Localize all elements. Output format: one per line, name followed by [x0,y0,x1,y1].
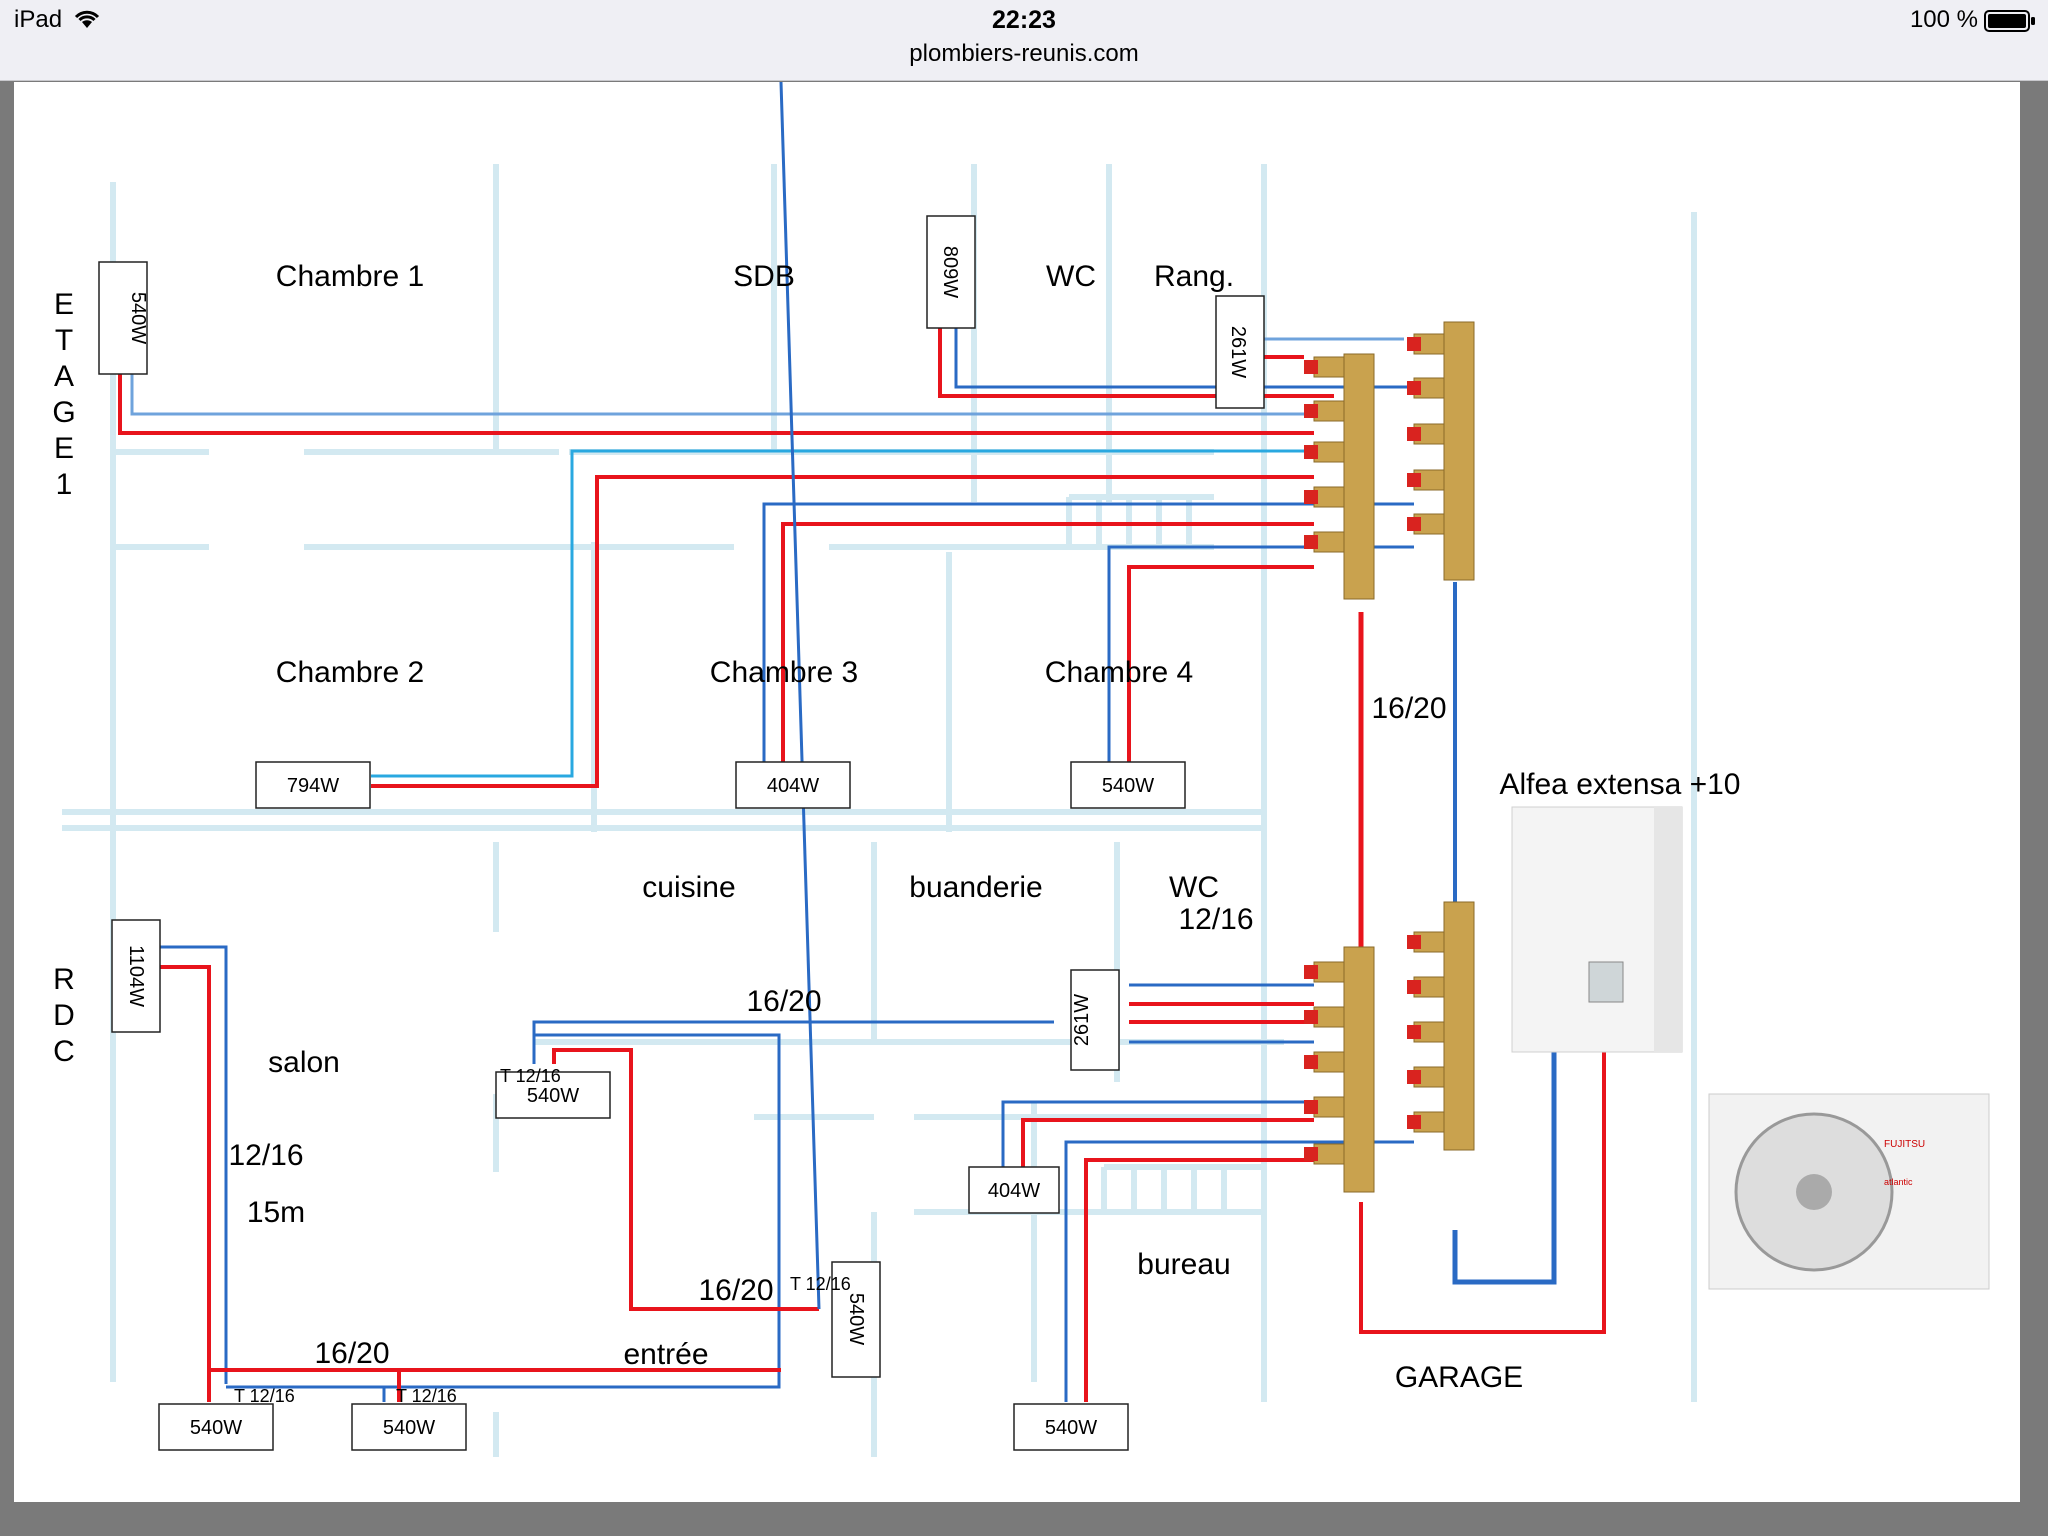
radiator-ch4: 540W [1070,761,1186,809]
label-kitchen-feed: 16/20 [746,985,821,1018]
outdoor-unit: FUJITSU atlantic [1708,1093,1990,1290]
svg-text:540W: 540W [527,1085,579,1107]
room-buanderie: buanderie [909,871,1042,904]
svg-text:540W: 540W [845,1293,867,1345]
radiators: 540W 809W 261W 794W 404W 540W 1104W 540W… [98,215,1265,1451]
svg-text:E: E [54,288,74,321]
label-salon-pipe: 12/16 [228,1139,303,1172]
room-cuisine: cuisine [642,871,735,904]
svg-text:540W: 540W [1045,1417,1097,1439]
device-name: iPad [14,6,63,33]
plumbing-diagram: FUJITSU atlantic 540W 809W 261W 794W 404… [14,82,2020,1502]
svg-text:261W: 261W [1071,994,1093,1046]
label-tee-salon2: T 12/16 [396,1386,457,1406]
room-labels: Chambre 1 SDB WC Rang. Chambre 2 Chambre… [268,260,1523,1394]
svg-text:E: E [54,432,74,465]
label-salon-feed: 16/20 [314,1337,389,1370]
battery-icon [1984,9,2036,38]
manifold-upper [1304,321,1475,600]
svg-text:1104W: 1104W [125,945,147,1007]
label-tee-entree: T 12/16 [790,1274,851,1294]
svg-text:261W: 261W [1227,326,1249,378]
svg-text:R: R [53,963,75,996]
room-chambre2: Chambre 2 [276,656,424,689]
svg-text:540W: 540W [383,1417,435,1439]
floor-label-etage: E T A G E 1 [52,288,75,501]
pipes-ground [154,82,1606,1402]
svg-text:794W: 794W [287,775,339,797]
label-tee-kitchen: T 12/16 [500,1066,561,1086]
room-chambre1: Chambre 1 [276,260,424,293]
svg-text:540W: 540W [127,292,149,344]
radiator-ch2: 794W [255,761,371,809]
radiator-ch3: 404W [735,761,851,809]
svg-text:1: 1 [56,468,73,501]
svg-text:T: T [55,324,73,357]
manifold-lower [1304,901,1475,1193]
room-wc-up: WC [1046,260,1096,293]
battery-percentage: 100 % [1909,6,1978,33]
room-garage: GARAGE [1395,1361,1523,1394]
clock: 22:23 [992,6,1056,34]
pipes-upper [118,328,1457,952]
svg-text:G: G [52,396,75,429]
radiator-salon-b2: 540W [351,1403,467,1451]
radiator-sdb: 809W [926,215,976,329]
svg-text:A: A [54,360,74,393]
svg-text:404W: 404W [988,1180,1040,1202]
outdoor-sub: atlantic [1884,1177,1913,1187]
room-bureau: bureau [1137,1248,1230,1281]
radiator-salon-top: 1104W [111,919,161,1033]
svg-text:540W: 540W [190,1417,242,1439]
radiator-cuisine: 540W [495,1071,611,1119]
address-bar-url[interactable]: plombiers-reunis.com [909,40,1139,67]
diagram-canvas: FUJITSU atlantic 540W 809W 261W 794W 404… [52,82,1990,1457]
svg-text:C: C [53,1035,75,1068]
label-salon-length: 15m [247,1196,305,1229]
radiator-salon-b1: 540W [158,1403,274,1451]
floor-label-rdc: R D C [53,963,75,1068]
radiator-wc-down: 261W [1070,969,1120,1071]
room-sdb: SDB [733,260,795,293]
ios-status-bar: iPad 22:23 plombiers-reunis.com 100 % [0,0,2048,81]
room-chambre4: Chambre 4 [1045,656,1193,689]
label-tee-salon1: T 12/16 [234,1386,295,1406]
radiator-buanderie: 404W [968,1166,1060,1214]
svg-text:540W: 540W [1102,775,1154,797]
radiator-rang: 261W [1215,295,1265,409]
room-entree: entrée [623,1338,708,1371]
svg-text:D: D [53,999,75,1032]
room-salon: salon [268,1046,340,1079]
room-rang: Rang. [1154,260,1234,293]
svg-text:404W: 404W [767,775,819,797]
label-wc-pipe: 12/16 [1178,903,1253,936]
room-wc-down: WC [1169,871,1219,904]
pipe-labels: 16/20 12/16 16/20 12/16 15m 16/20 16/20 … [228,692,1446,1406]
outdoor-brand: FUJITSU [1884,1139,1925,1150]
radiator-entree: 540W [831,1261,881,1378]
heat-pump-indoor-unit [1511,806,1683,1053]
label-entree-feed: 16/20 [698,1274,773,1307]
heat-pump-label: Alfea extensa +10 [1499,768,1740,801]
radiator-ch1: 540W [98,261,149,375]
svg-text:809W: 809W [939,246,961,298]
room-chambre3: Chambre 3 [710,656,858,689]
wifi-icon [72,8,102,35]
label-main-riser: 16/20 [1371,692,1446,725]
radiator-bureau: 540W [1013,1403,1129,1451]
